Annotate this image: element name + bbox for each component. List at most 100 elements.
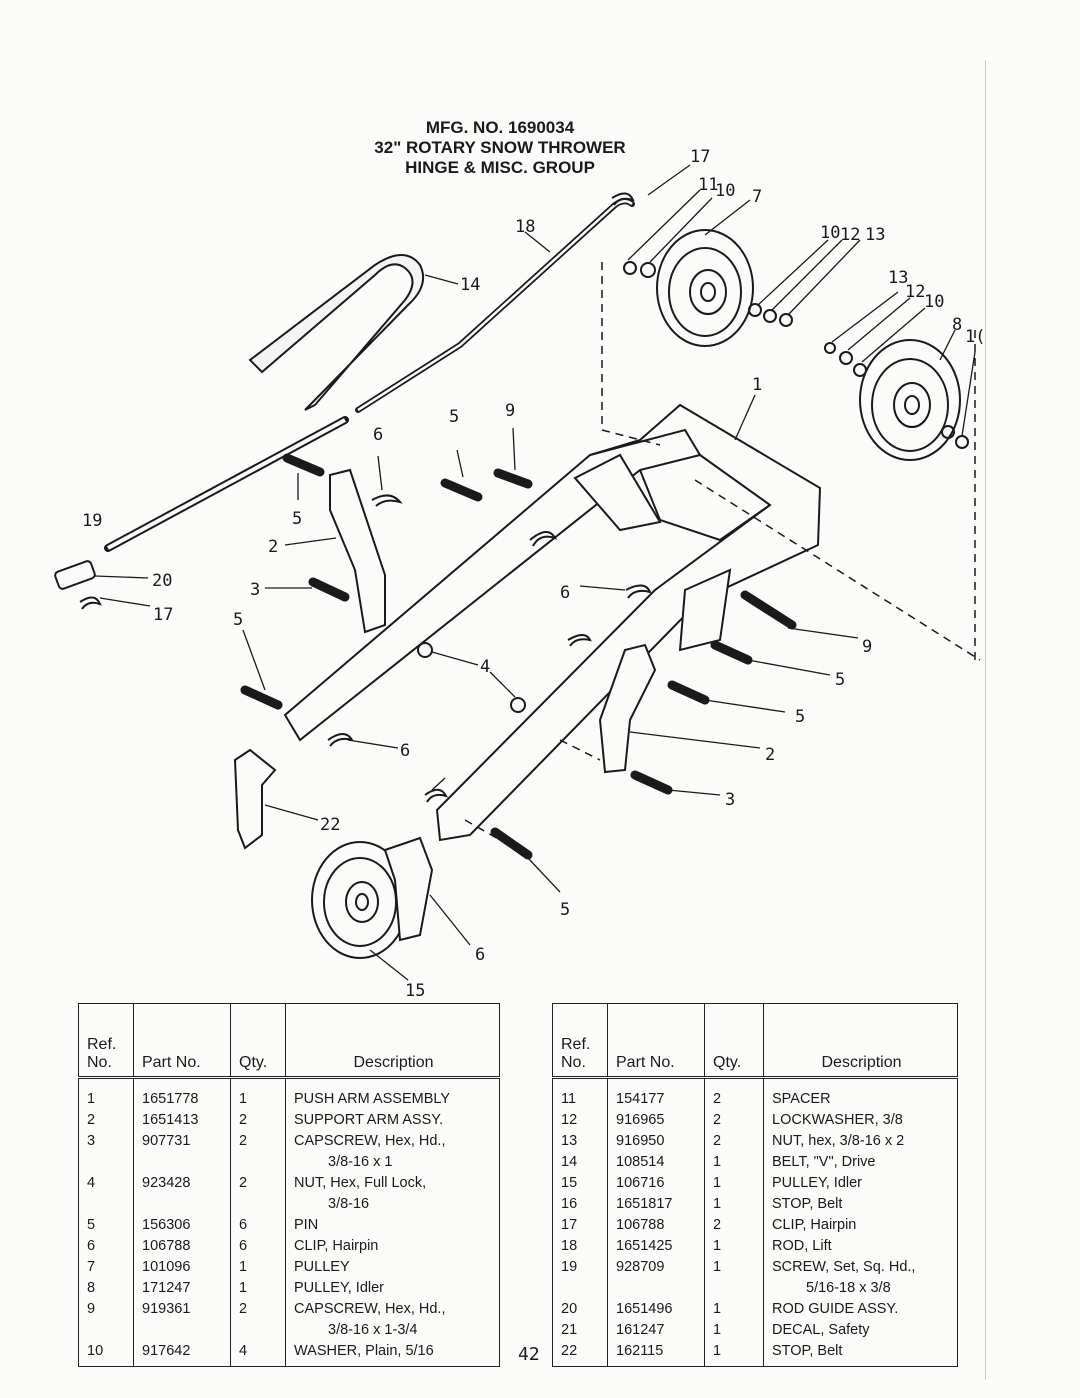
callout-6: 6	[475, 945, 485, 965]
cell-qty: 2	[230, 1299, 286, 1341]
cell-description: CAPSCREW, Hex, Hd.,3/8-16 x 1	[286, 1131, 500, 1173]
callout-15: 15	[405, 981, 425, 1000]
cell-description: ROD GUIDE ASSY.	[764, 1299, 958, 1320]
cell-part: 907731	[133, 1131, 231, 1173]
description-line: NUT, Hex, Full Lock,	[294, 1175, 427, 1191]
cell-ref: 13	[552, 1131, 608, 1152]
callout-9: 9	[862, 637, 872, 657]
cell-part: 106716	[607, 1173, 705, 1194]
callout-13: 13	[888, 268, 908, 288]
cell-part: 1651778	[133, 1077, 231, 1110]
callout-12: 12	[840, 225, 860, 245]
cell-qty: 1	[230, 1278, 286, 1299]
callout-5: 5	[233, 610, 243, 630]
callout-1: 1	[752, 375, 762, 395]
cell-qty: 2	[704, 1131, 764, 1152]
callout-3: 3	[725, 790, 735, 810]
cell-qty: 1	[704, 1341, 764, 1367]
header-ref-no: Ref.No.	[552, 1003, 608, 1079]
callout-22: 22	[320, 815, 340, 835]
cell-part: 919361	[133, 1299, 231, 1341]
cell-qty: 2	[704, 1215, 764, 1236]
header-part-no: Part No.	[133, 1003, 231, 1079]
cell-description: STOP, Belt	[764, 1341, 958, 1367]
cell-description: SCREW, Set, Sq. Hd.,5/16-18 x 3/8	[764, 1257, 958, 1299]
callout-2: 2	[765, 745, 775, 765]
cell-description: PIN	[286, 1215, 500, 1236]
cell-qty: 2	[230, 1110, 286, 1131]
description-line: WASHER, Plain, 5/16	[294, 1343, 434, 1359]
cell-part: 1651496	[607, 1299, 705, 1320]
cell-description: CAPSCREW, Hex, Hd.,3/8-16 x 1-3/4	[286, 1299, 500, 1341]
mfg-number: MFG. NO. 1690034	[425, 118, 575, 137]
callout-6: 6	[560, 583, 570, 603]
model-name: 32" ROTARY SNOW THROWER	[374, 138, 626, 157]
description-line: DECAL, Safety	[772, 1322, 870, 1338]
page-number: 42	[518, 1344, 540, 1365]
cell-description: LOCKWASHER, 3/8	[764, 1110, 958, 1131]
cell-ref: 17	[552, 1215, 608, 1236]
cell-description: CLIP, Hairpin	[286, 1236, 500, 1257]
callout-10: 10	[715, 181, 735, 201]
cell-part: 108514	[607, 1152, 705, 1173]
callout-5: 5	[449, 407, 459, 427]
header-part-no: Part No.	[607, 1003, 705, 1079]
cell-description: WASHER, Plain, 5/16	[286, 1341, 500, 1367]
cell-ref: 1	[78, 1077, 134, 1110]
cell-part: 1651817	[607, 1194, 705, 1215]
cell-qty: 1	[230, 1257, 286, 1278]
diagram-title: MFG. NO. 1690034 32" ROTARY SNOW THROWER…	[330, 118, 670, 178]
cell-qty: 1	[704, 1194, 764, 1215]
description-line: PULLEY, Idler	[294, 1280, 385, 1296]
description-line: ROD, Lift	[772, 1238, 832, 1254]
cell-description: DECAL, Safety	[764, 1320, 958, 1341]
v-belt	[248, 254, 424, 411]
cell-part: 106788	[607, 1215, 705, 1236]
cell-part: 923428	[133, 1173, 231, 1215]
idler-bracket	[383, 836, 434, 942]
cell-description: PULLEY	[286, 1257, 500, 1278]
callout-5: 5	[835, 670, 845, 690]
header-description: Description	[763, 1003, 958, 1079]
cell-qty: 1	[704, 1236, 764, 1257]
cell-qty: 1	[704, 1299, 764, 1320]
cell-part: 1651413	[133, 1110, 231, 1131]
callout-18: 18	[515, 217, 535, 237]
description-line: LOCKWASHER, 3/8	[772, 1112, 903, 1128]
description-line-2: 5/16-18 x 3/8	[806, 1280, 891, 1296]
description-line: SUPPORT ARM ASSY.	[294, 1112, 444, 1128]
cell-qty: 1	[704, 1320, 764, 1341]
description-line: CAPSCREW, Hex, Hd.,	[294, 1301, 446, 1317]
cell-part: 154177	[607, 1077, 705, 1110]
cell-part: 917642	[133, 1341, 231, 1367]
cell-qty: 2	[704, 1110, 764, 1131]
callout-5: 5	[795, 707, 805, 727]
callout-9: 9	[505, 401, 515, 421]
description-line-2: 3/8-16	[328, 1196, 370, 1212]
callout-8: 8	[952, 315, 962, 335]
callout-11: 1(	[965, 327, 985, 347]
cell-ref: 10	[78, 1341, 134, 1367]
header-description: Description	[285, 1003, 500, 1079]
cell-ref: 19	[552, 1257, 608, 1299]
callout-7: 7	[752, 187, 762, 207]
description-line: PULLEY	[294, 1259, 350, 1275]
cell-part: 928709	[607, 1257, 705, 1299]
cell-ref: 8	[78, 1278, 134, 1299]
cell-description: NUT, hex, 3/8-16 x 2	[764, 1131, 958, 1152]
cell-ref: 6	[78, 1236, 134, 1257]
